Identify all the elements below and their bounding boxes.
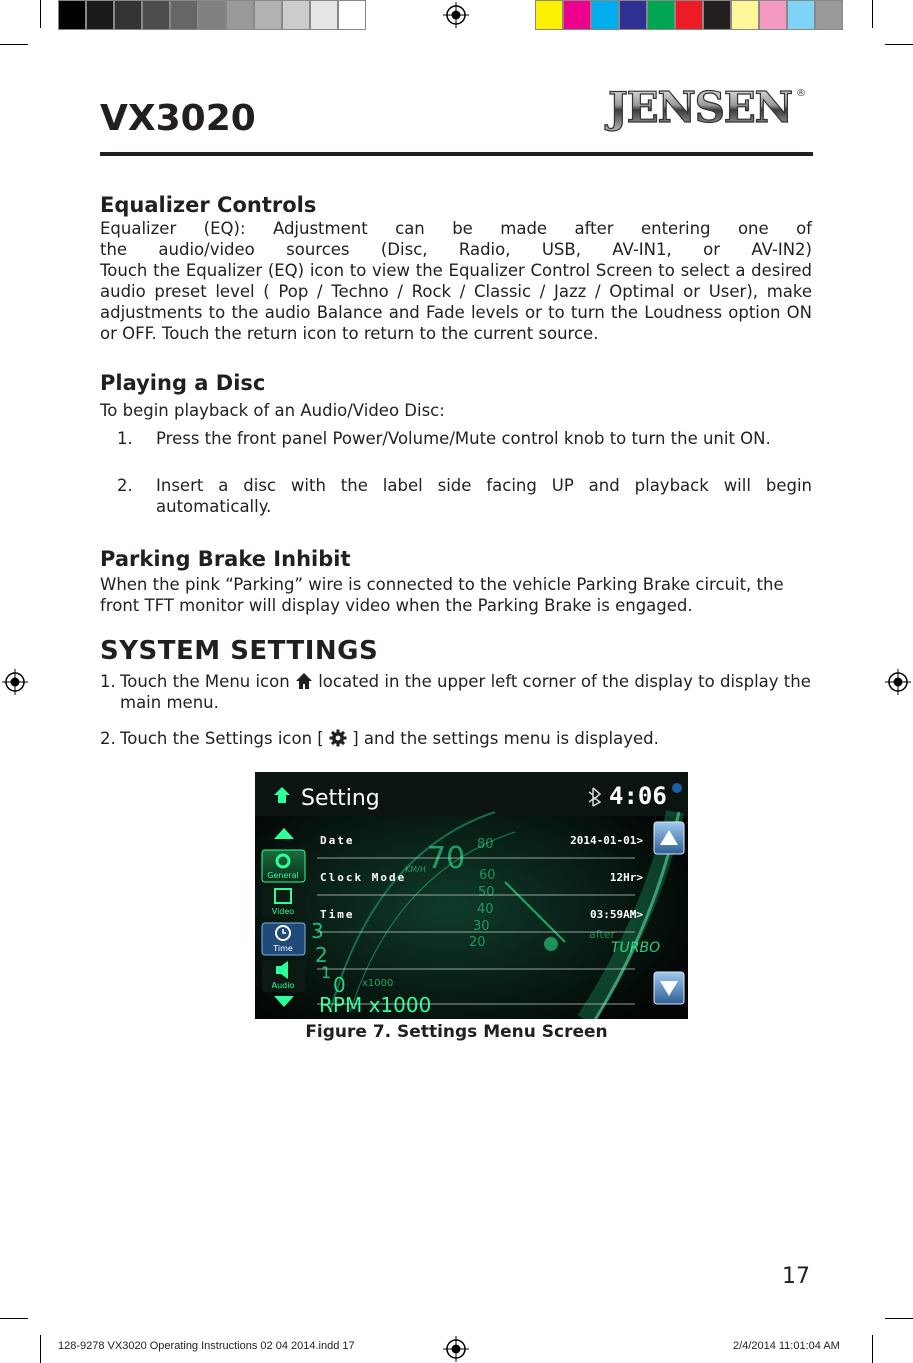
registration-mark-icon — [885, 669, 911, 695]
paragraph: To begin playback of an Audio/Video Disc… — [100, 401, 445, 420]
screen-title: Setting — [301, 786, 380, 811]
gauge-number: 60 — [479, 868, 496, 883]
color-bar — [535, 0, 843, 30]
list-text: Insert a disc with the label side facing… — [156, 476, 812, 516]
print-slug-date: 2/4/2014 11:01:04 AM — [733, 1340, 840, 1352]
list-item: 2. Insert a disc with the label side fac… — [100, 475, 812, 517]
tab-label: Audio — [272, 981, 295, 990]
gauge-number: 20 — [469, 935, 486, 950]
list-number: 1. — [117, 429, 133, 448]
settings-screen-graphic: Setting 4:06 70 80 60 50 40 30 20 KM/H 3… — [255, 772, 688, 1019]
trim-mark — [0, 1318, 28, 1319]
gauge-unit: KM/H — [405, 865, 426, 874]
parking-brake-section: Parking Brake Inhibit When the pink “Par… — [100, 546, 812, 616]
setting-row-clock-mode: Clock Mode 12Hr> — [317, 871, 643, 896]
gauge-unit: x1000 — [362, 978, 393, 989]
paragraph-line: Equalizer (EQ): Adjustment can be made a… — [100, 219, 812, 238]
grayscale-bar — [58, 0, 366, 30]
list-text: Touch the Settings icon [ — [120, 729, 324, 748]
turbo-label: TURBO — [611, 940, 660, 956]
gear-icon — [329, 729, 347, 747]
section-heading: Equalizer Controls — [100, 193, 317, 217]
setting-value: 2014-01-01> — [570, 834, 643, 847]
tab-label: Time — [272, 944, 293, 953]
trim-mark — [872, 1335, 873, 1363]
page-number: 17 — [782, 1264, 810, 1289]
list-text: located in the upper left corner of the … — [120, 672, 811, 712]
setting-value: 12Hr> — [610, 871, 643, 884]
trim-mark — [885, 1318, 913, 1319]
gauge-number: 30 — [473, 919, 490, 934]
list-text: Press the front panel Power/Volume/Mute … — [156, 429, 771, 448]
equalizer-section: Equalizer Controls Equalizer (EQ): Adjus… — [100, 192, 812, 344]
setting-label: Clock Mode — [320, 871, 406, 884]
tab-video: Video — [262, 886, 305, 918]
trim-mark — [0, 44, 28, 45]
bluetooth-icon — [588, 787, 602, 807]
list-item: 1. Touch the Menu icon located in the up… — [100, 671, 812, 713]
home-icon — [295, 673, 312, 689]
list-text: ] and the settings menu is displayed. — [352, 729, 659, 748]
rpm-label: RPM x1000 — [319, 993, 431, 1017]
list-text: Touch the Menu icon — [120, 672, 290, 691]
setting-value: 03:59AM> — [590, 908, 643, 921]
scroll-down-button — [653, 971, 685, 1005]
gauge-word: after — [589, 928, 616, 941]
trim-mark — [40, 0, 41, 28]
list-number: 1. — [100, 672, 116, 691]
trim-mark — [872, 0, 873, 28]
gauge-number: 2 — [315, 943, 328, 967]
gauge-number: 50 — [478, 885, 495, 900]
list-number: 2. — [117, 476, 133, 495]
screen-clock: 4:06 — [609, 782, 667, 810]
gauge-number: 40 — [477, 902, 494, 917]
registration-mark-icon — [443, 1336, 469, 1362]
list-item: 2. Touch the Settings icon [ ] and the s… — [100, 728, 812, 749]
setting-row-date: Date 2014-01-01> — [317, 834, 643, 859]
setting-label: Time — [320, 908, 355, 921]
gauge-number: 3 — [311, 919, 324, 943]
model-name: VX3020 — [100, 98, 256, 139]
tab-scroll-up-icon — [274, 828, 294, 839]
paragraph: Touch the Equalizer (EQ) icon to view th… — [100, 261, 812, 343]
registration-mark-icon — [2, 669, 28, 695]
logo-registered-mark: ® — [796, 88, 806, 99]
trim-mark — [40, 1335, 41, 1363]
tab-label: Video — [272, 907, 295, 916]
figure-caption: Figure 7. Settings Menu Screen — [305, 1022, 608, 1042]
paragraph: When the pink “Parking” wire is connecte… — [100, 575, 784, 615]
setting-label: Date — [320, 834, 355, 847]
tab-label: General — [267, 871, 299, 880]
header-rule — [100, 152, 813, 156]
print-slug-file: 128-9278 VX3020 Operating Instructions 0… — [58, 1340, 355, 1352]
jensen-logo: JENSEN ® — [604, 82, 808, 132]
section-heading: Parking Brake Inhibit — [100, 547, 351, 571]
registration-mark-icon — [443, 2, 469, 28]
home-icon — [274, 787, 290, 803]
tab-audio: Audio — [262, 960, 305, 992]
list-number: 2. — [100, 729, 116, 748]
settings-screen: Setting 4:06 70 80 60 50 40 30 20 KM/H 3… — [255, 772, 688, 1019]
gauge-number: 80 — [477, 837, 494, 852]
gauge-number: 0 — [333, 973, 346, 997]
section-title: SYSTEM SETTINGS — [100, 636, 379, 666]
playing-disc-section: Playing a Disc To begin playback of an A… — [100, 370, 812, 517]
tab-scroll-down-icon — [274, 996, 294, 1007]
trim-mark — [885, 44, 913, 45]
gauge-number: 1 — [321, 963, 331, 982]
list-item: 1. Press the front panel Power/Volume/Mu… — [100, 428, 812, 449]
scroll-up-button — [653, 821, 685, 855]
setting-row-time: Time 03:59AM> — [317, 908, 643, 933]
system-settings-section: SYSTEM SETTINGS 1. Touch the Menu icon l… — [100, 636, 812, 749]
logo-wordmark: JENSEN — [604, 83, 794, 132]
paragraph-line: the audio/video sources (Disc, Radio, US… — [100, 240, 812, 259]
section-heading: Playing a Disc — [100, 371, 266, 395]
tab-time: Time — [261, 922, 306, 956]
alarm-indicator-icon — [672, 783, 682, 793]
tab-general: General — [261, 849, 306, 883]
